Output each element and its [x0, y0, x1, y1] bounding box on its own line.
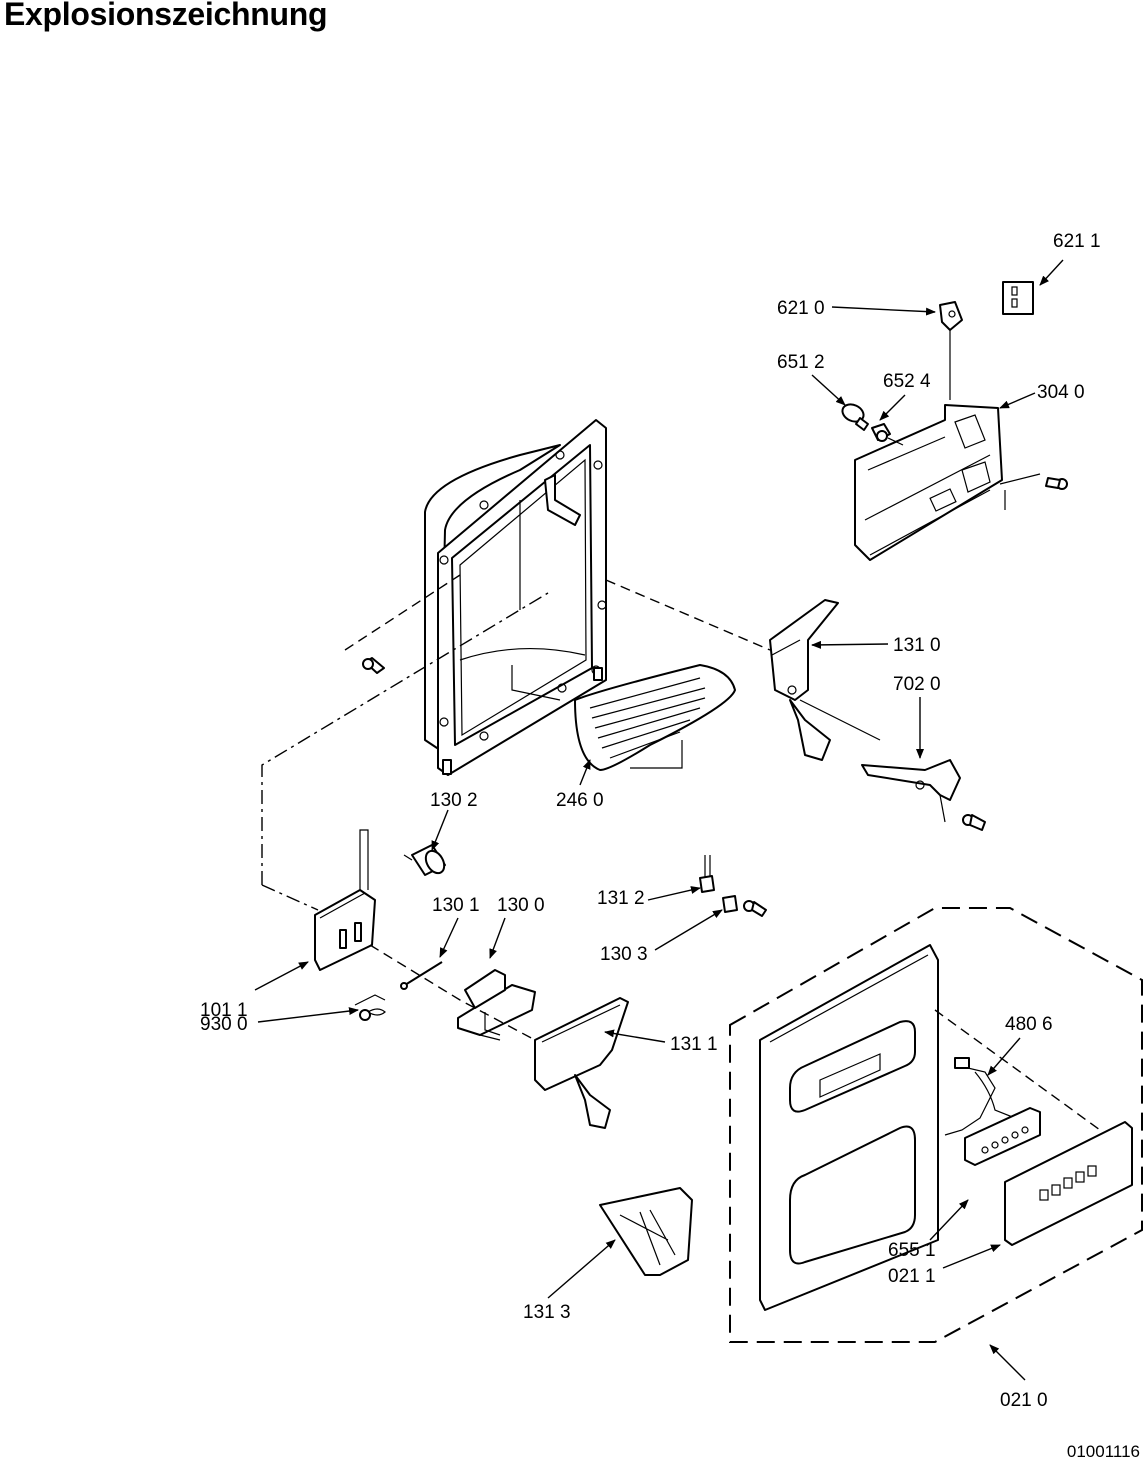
document-number: 01001116 [1066, 1442, 1140, 1461]
clip-screw [743, 900, 767, 917]
callout-621-1: 621 1 [1053, 231, 1101, 252]
solenoid-assembly [314, 829, 376, 971]
assembly-lines [261, 574, 1101, 1131]
clip-plate [722, 895, 738, 913]
water-lever [861, 759, 961, 823]
dispenser-front-panel [729, 907, 1143, 1343]
leader-lines [254, 259, 1064, 1381]
housing-screw [362, 657, 385, 674]
ice-chute [599, 1187, 693, 1276]
callout-652-4: 652 4 [883, 371, 931, 392]
control-overlay [1004, 1121, 1133, 1246]
light-housing [854, 404, 1006, 561]
lever-screw [962, 814, 986, 831]
lamp-bulb [841, 403, 869, 431]
callout-702-0: 702 0 [893, 674, 941, 695]
callout-651-2: 651 2 [777, 352, 825, 373]
callout-304-0: 304 0 [1037, 382, 1085, 403]
callout-130-3: 130 3 [600, 944, 648, 965]
callout-130-1: 130 1 [432, 895, 480, 916]
control-board [964, 1107, 1041, 1166]
ice-lever [769, 599, 839, 761]
solenoid-motor [403, 844, 446, 876]
callout-930-0: 930 0 [200, 1014, 248, 1035]
callout-131-0: 131 0 [893, 635, 941, 656]
dispenser-housing [424, 419, 607, 776]
callout-021-1: 021 1 [888, 1266, 936, 1287]
door-bracket [457, 969, 536, 1041]
callout-130-2: 130 2 [430, 790, 478, 811]
callout-480-6: 480 6 [1005, 1014, 1053, 1035]
switch-cover [1002, 281, 1034, 315]
drip-tray-grille [574, 664, 736, 771]
callout-131-3: 131 3 [523, 1302, 571, 1323]
callout-101-1: 101 1 [200, 1000, 248, 1021]
light-housing-screw [999, 473, 1068, 490]
lower-lever [534, 997, 629, 1129]
callout-655-1: 655 1 [888, 1240, 936, 1261]
pivot-pin [400, 961, 443, 990]
lever-spring-clip [699, 855, 715, 893]
callout-130-0: 130 0 [497, 895, 545, 916]
callout-021-0: 021 0 [1000, 1390, 1048, 1411]
callout-131-2: 131 2 [597, 888, 645, 909]
page-title: Explosionszeichnung [4, 0, 328, 32]
callout-labels: 621 1 621 0 651 2 652 4 304 0 131 0 702 … [200, 231, 1101, 1411]
callout-621-0: 621 0 [777, 298, 825, 319]
callout-131-1: 131 1 [670, 1034, 718, 1055]
spring [354, 994, 386, 1021]
callout-246-0: 246 0 [556, 790, 604, 811]
light-switch [939, 301, 963, 400]
lamp-socket [871, 423, 904, 446]
